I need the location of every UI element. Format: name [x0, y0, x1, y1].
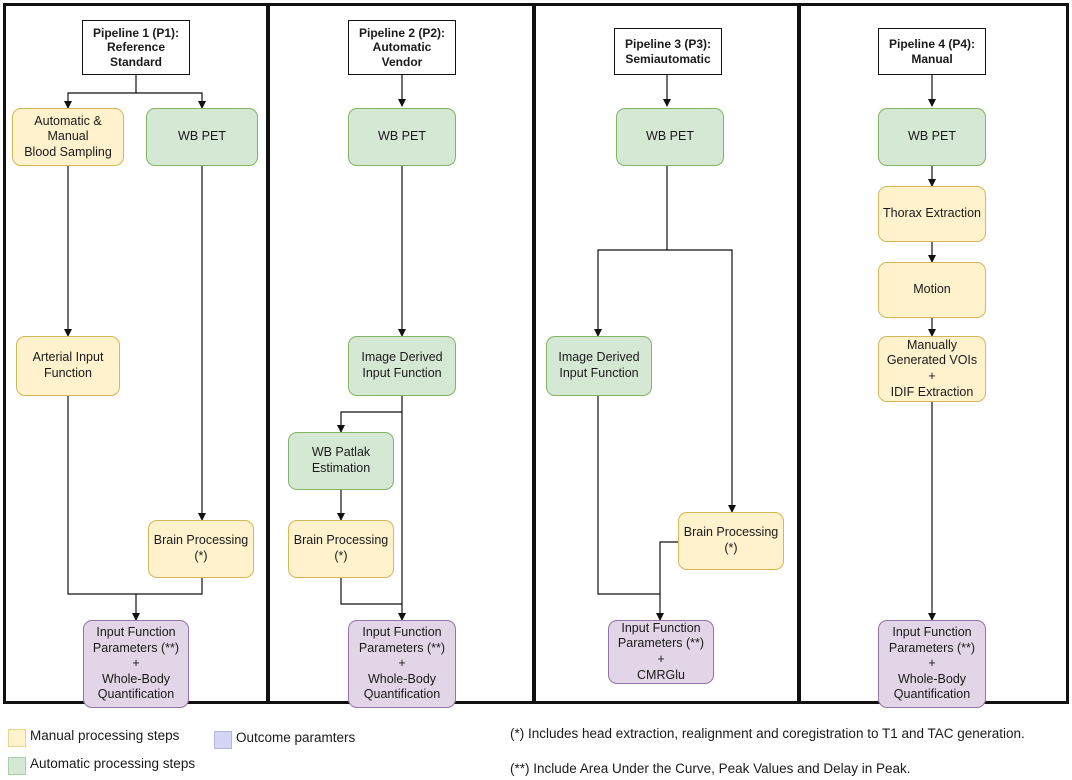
automatic-legend-label: Automatic processing steps [30, 756, 196, 771]
wb-pet-node-p1: WB PET [146, 108, 258, 166]
image-derived-input-function-node-p3: Image Derived Input Function [546, 336, 652, 396]
manual-legend-swatch [8, 729, 26, 747]
outcome-legend-swatch [214, 731, 232, 749]
pipeline-1-title: Pipeline 1 (P1): Reference Standard [82, 20, 190, 75]
manual-legend-label: Manual processing steps [30, 728, 180, 743]
wb-pet-node-p4: WB PET [878, 108, 986, 166]
thorax-extraction-node: Thorax Extraction [878, 186, 986, 242]
blood-sampling-node: Automatic & Manual Blood Sampling [12, 108, 124, 166]
output-node-p3: Input Function Parameters (**) + CMRGlu [608, 620, 714, 684]
brain-processing-node-p2: Brain Processing (*) [288, 520, 394, 578]
double-asterisk-note: (**) Include Area Under the Curve, Peak … [510, 761, 911, 776]
single-asterisk-note: (*) Includes head extraction, realignmen… [510, 726, 1025, 741]
manual-vois-idif-node: Manually Generated VOIs + IDIF Extractio… [878, 336, 986, 402]
automatic-legend-swatch [8, 757, 26, 775]
output-node-p1: Input Function Parameters (**) + Whole-B… [83, 620, 189, 708]
brain-processing-node-p1: Brain Processing (*) [148, 520, 254, 578]
pipeline-4-title: Pipeline 4 (P4): Manual [878, 28, 986, 75]
output-node-p2: Input Function Parameters (**) + Whole-B… [348, 620, 456, 708]
wb-pet-node-p3: WB PET [616, 108, 724, 166]
pipeline-3-title: Pipeline 3 (P3): Semiautomatic [614, 28, 722, 75]
motion-node: Motion [878, 262, 986, 318]
output-node-p4: Input Function Parameters (**) + Whole-B… [878, 620, 986, 708]
image-derived-input-function-node-p2: Image Derived Input Function [348, 336, 456, 396]
outcome-legend-label: Outcome paramters [236, 730, 356, 745]
brain-processing-node-p3: Brain Processing (*) [678, 512, 784, 570]
wb-patlak-estimation-node: WB Patlak Estimation [288, 432, 394, 490]
arterial-input-function-node: Arterial Input Function [16, 336, 120, 396]
wb-pet-node-p2: WB PET [348, 108, 456, 166]
pipeline-2-title: Pipeline 2 (P2): Automatic Vendor [348, 20, 456, 75]
